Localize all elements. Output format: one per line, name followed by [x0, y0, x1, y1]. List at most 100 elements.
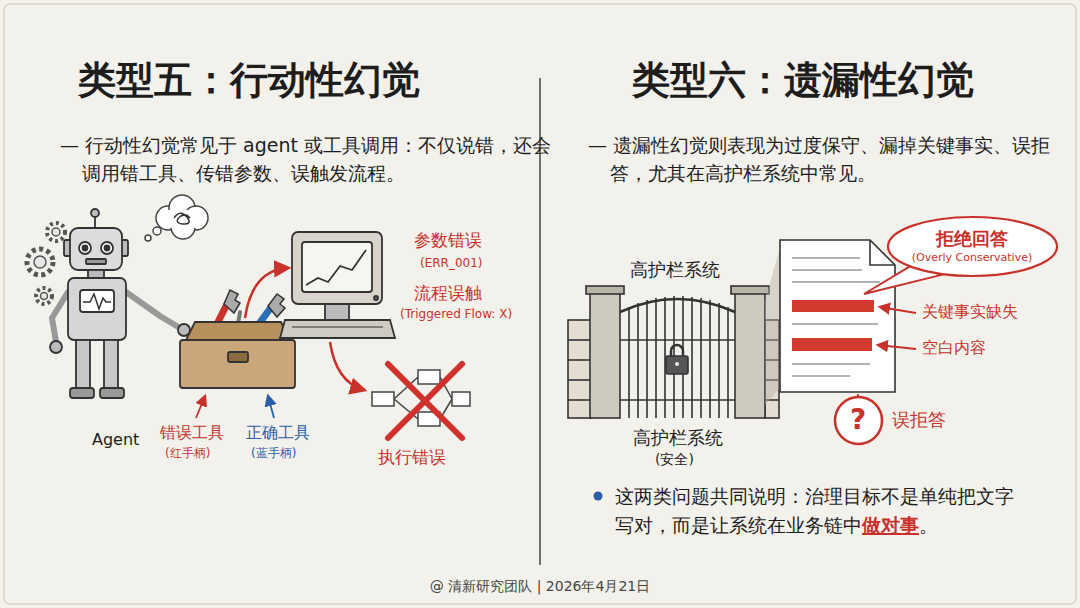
toolbox-part [186, 322, 290, 340]
circle-ring [835, 397, 882, 444]
gate-part [709, 300, 711, 418]
light-beam [765, 248, 780, 405]
question-mark: ? [850, 405, 866, 436]
thought-cloud-part [145, 235, 151, 241]
tool-label: 正确工具 [246, 423, 310, 442]
gate [568, 286, 779, 418]
callout-label: 误拒答 [892, 409, 946, 431]
computer-part [306, 250, 366, 285]
robot-part [101, 242, 113, 254]
toolbox-part [224, 290, 240, 313]
conclusion-emphasis: 做对事 [862, 514, 919, 536]
gate-part [675, 362, 679, 366]
robot-part [88, 270, 104, 278]
gate-part [718, 303, 720, 418]
bullet-text: — 行动性幻觉常见于 agent 或工具调用：不仅说错，还会调用错工具、传错参数… [60, 132, 554, 187]
gate-part [568, 359, 592, 361]
computer [280, 232, 395, 338]
document-part [792, 338, 872, 351]
robot-part [68, 278, 126, 340]
flow-arrow-part [330, 342, 364, 390]
robot-part [104, 340, 118, 388]
gate-note: (安全) [655, 451, 694, 468]
document-part-part [792, 363, 870, 365]
callout-label: 关键事实缺失 [922, 302, 1018, 321]
robot-part [126, 292, 180, 328]
robot-part [86, 259, 106, 264]
gate-part [735, 292, 765, 418]
document-part-part [792, 257, 860, 259]
bullet-text: — 遗漏性幻觉则表现为过度保守、漏掉关键事实、误拒答，尤其在高护栏系统中常见。 [588, 132, 1072, 187]
slide-heading: 类型六：遗漏性幻觉 [632, 58, 974, 104]
gear-icon-part [36, 288, 52, 304]
tool-label: 错误工具 [160, 423, 224, 442]
gear-icon-part [52, 228, 60, 236]
gate-label: 高护栏系统 [633, 427, 723, 449]
robot-part [70, 388, 94, 398]
gate-part [731, 286, 769, 294]
computer-part [292, 232, 382, 304]
agent-label: Agent [92, 430, 139, 449]
gear-icon-part [41, 293, 48, 300]
bubble-note: (Overly Conservative) [912, 251, 1032, 265]
flowchart [372, 364, 470, 438]
flow-arrow-part [245, 268, 288, 318]
tool-pointer [196, 396, 274, 418]
conclusion-text: 这两类问题共同说明：治理目标不是单纯把文字写对，而是让系统在业务链中 [615, 485, 1014, 536]
robot-part [52, 292, 68, 342]
gate-part [568, 379, 592, 381]
question-circle: ?误拒答 [833, 395, 884, 446]
toolbox-part [268, 294, 285, 317]
document-part [780, 240, 895, 392]
document-part [792, 300, 874, 312]
robot-part [105, 246, 110, 251]
tool-note: (红手柄) [165, 446, 210, 460]
flowchart-part [388, 364, 462, 438]
tool-note: (蓝手柄) [251, 446, 296, 460]
robot-part [76, 340, 90, 388]
gate-part [727, 307, 729, 418]
document-part-part [792, 375, 850, 377]
bubble-heading: 拒绝回答 [912, 227, 1032, 250]
gate-part [568, 339, 592, 341]
gate-part [700, 298, 702, 418]
computer-part [292, 327, 383, 328]
thought-cloud [145, 195, 208, 241]
gear-icon-part [34, 256, 46, 268]
robot-part [83, 294, 111, 309]
gate-part [568, 320, 592, 418]
flowchart-part [388, 364, 462, 438]
error-note: (ERR_001) [420, 256, 483, 270]
error-note: (Triggered Flow: X) [400, 307, 512, 321]
thought-cloud-part [174, 213, 190, 224]
thought-cloud-part [166, 210, 198, 228]
slide-frame [4, 4, 1076, 604]
robot-part [79, 242, 91, 254]
robot-part [50, 341, 62, 353]
leader-arrow-part [878, 345, 916, 349]
computer-part [325, 304, 349, 320]
callout-label: 空白内容 [922, 338, 986, 357]
tool-pointer-part [268, 396, 274, 418]
gear-icon-part [47, 223, 65, 241]
robot-part [91, 209, 99, 217]
document-part-part [792, 269, 862, 271]
robot-part [83, 246, 88, 251]
gear-icon-part [27, 249, 53, 275]
gate-label: 高护栏系统 [630, 259, 720, 281]
gear-icon [27, 223, 65, 304]
gate-part [646, 300, 648, 418]
computer-part [302, 242, 372, 292]
conclusion-text: 。 [919, 514, 938, 536]
leader-arrow [858, 307, 916, 397]
toolbox-part [228, 352, 248, 362]
document [780, 240, 895, 392]
flowchart-part [372, 392, 394, 406]
gate-part [568, 399, 592, 401]
document-part-part [792, 281, 880, 283]
gate-part [655, 298, 657, 418]
gate-part [637, 303, 639, 418]
bubble-text: 拒绝回答(Overly Conservative) [912, 227, 1032, 265]
gate-part [628, 307, 630, 418]
